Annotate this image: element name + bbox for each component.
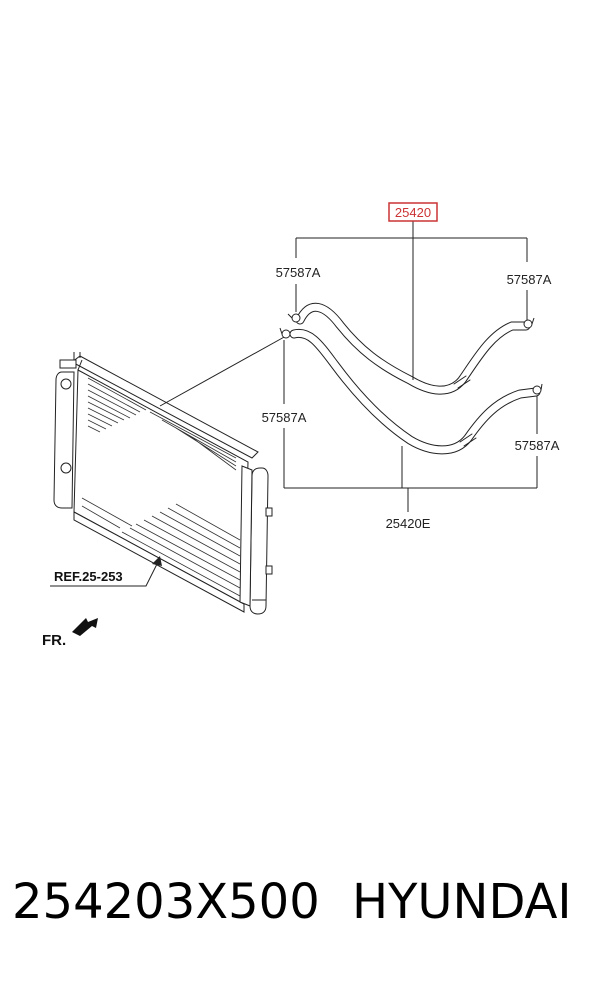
leader-condenser [159,335,287,407]
callout-clamp-top-left[interactable]: 57587A [276,265,321,280]
radiator-fins [81,377,241,597]
reference-leader [50,561,159,587]
main-part-highlight-box [388,202,438,222]
reference-callout: REF.25-253 [50,556,162,587]
clamp-icon-top-right [523,317,535,329]
callout-leaders [283,221,538,512]
clamp-icon-top-left [287,313,301,323]
front-label: FR. [42,632,66,649]
clamp-icon-mid-left [279,327,291,339]
hose-upper [295,303,531,395]
callout-main-part[interactable]: 25420 [395,205,431,220]
part-number-caption: 254203X500 [12,874,320,930]
callout-clamp-top-right[interactable]: 57587A [507,272,552,287]
callout-clamp-mid-right[interactable]: 57587A [515,438,560,453]
front-arrow-icon [72,618,98,636]
reference-arrowhead-icon [152,556,162,566]
reference-label[interactable]: REF.25-253 [54,569,123,584]
clamp-icon-mid-right [532,383,543,395]
brand-caption: HYUNDAI [352,874,572,930]
callout-lower-hose[interactable]: 25420E [386,516,431,531]
callout-clamp-mid-left[interactable]: 57587A [262,410,307,425]
front-indicator: FR. [42,618,98,649]
hose-lower [289,328,541,455]
